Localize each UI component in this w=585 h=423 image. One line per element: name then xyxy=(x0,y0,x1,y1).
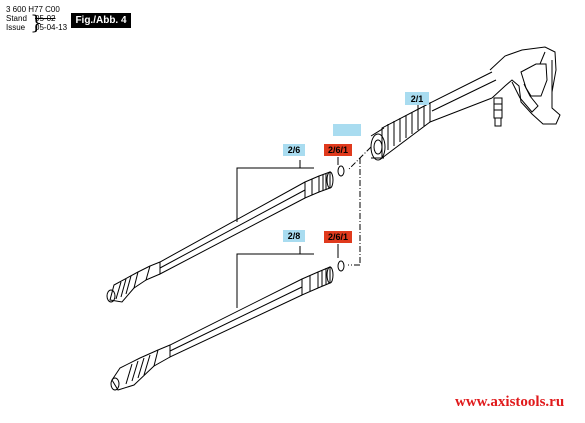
callout-lance-lower: 2/8 xyxy=(288,231,301,241)
document-code: 3 600 H77 C00 xyxy=(6,5,60,14)
spray-gun xyxy=(370,46,561,161)
leader-lines xyxy=(236,105,419,308)
website-watermark: www.axistools.ru xyxy=(455,394,565,410)
lance-lower xyxy=(110,260,345,391)
issue-label: Issue xyxy=(6,23,26,32)
stand-label: Stand xyxy=(6,14,27,23)
callout-box-lance-upper xyxy=(283,144,305,156)
callout-lance-upper: 2/6 xyxy=(288,145,301,155)
callout-box-lance-lower xyxy=(283,230,305,242)
callout-seal-lower: 2/6/1 xyxy=(328,232,348,242)
stand-value: 05-02 xyxy=(35,14,56,23)
assembly-guide-lines xyxy=(347,146,372,266)
callout-blank-blue xyxy=(333,124,361,136)
callout-gun: 2/1 xyxy=(411,94,424,104)
callout-box-gun xyxy=(405,92,429,105)
figure-label: Fig./Abb. 4 xyxy=(71,13,131,28)
lance-upper xyxy=(106,165,345,303)
callout-box-seal-lower xyxy=(324,231,352,243)
callout-seal-upper: 2/6/1 xyxy=(328,145,348,155)
issue-value: 05-04-13 xyxy=(35,23,68,32)
header-brace: } xyxy=(30,10,43,34)
callout-box-seal-upper xyxy=(324,144,352,156)
